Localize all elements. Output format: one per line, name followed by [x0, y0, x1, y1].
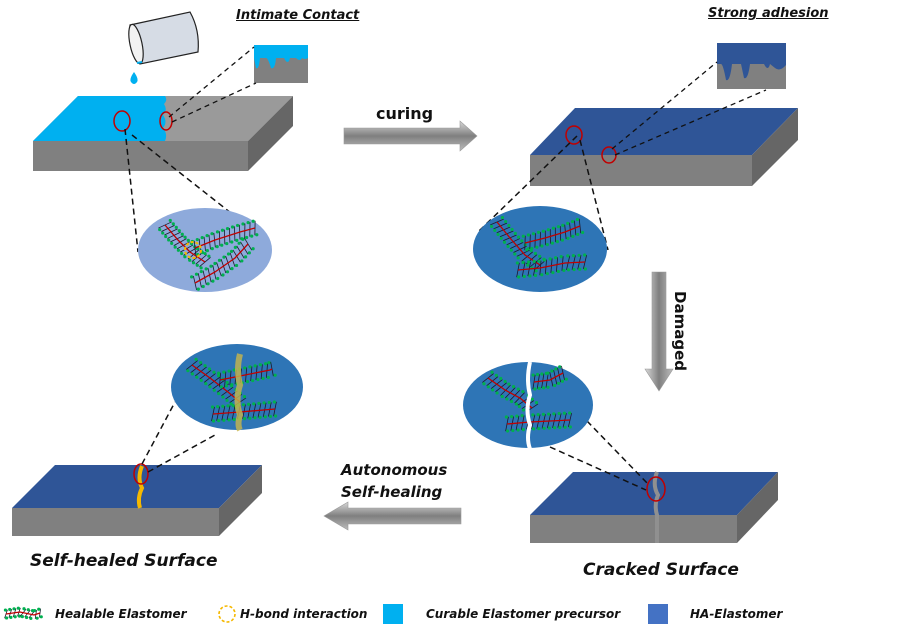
healed-interface: [234, 353, 244, 432]
polymer-network: [482, 365, 573, 433]
substrate-block-precursor: [33, 96, 293, 171]
interface-inset-contact: [254, 45, 308, 83]
precursor-coating: [33, 96, 167, 141]
substrate-block-cured: [530, 108, 798, 186]
panel-self-healed: [12, 344, 303, 536]
intimate-contact-title: Intimate Contact: [236, 8, 360, 23]
polymer-chain: [521, 217, 585, 252]
damaged-label: Damaged: [670, 291, 689, 371]
panel-strong-adhesion: [473, 43, 798, 292]
polymer-network: [489, 215, 588, 279]
panel-cracked-surface: [463, 361, 778, 543]
damaged-arrow: [644, 271, 674, 392]
polymer-chain: [3, 606, 43, 621]
highlight-ring: [113, 110, 131, 132]
polymer-network: [158, 218, 259, 291]
molecular-zoom-view: [138, 208, 272, 292]
polymer-chain: [482, 370, 539, 415]
highlight-ring: [133, 463, 149, 485]
h-bond-indicator: [184, 241, 202, 259]
polymer-chain: [515, 253, 588, 279]
cracked-surface-title: Cracked Surface: [583, 560, 739, 580]
polymer-chain: [531, 365, 568, 391]
curing-arrow: [343, 120, 478, 152]
polymer-chain: [190, 219, 259, 257]
autonomous-label: Autonomous: [341, 461, 448, 479]
highlight-ring: [159, 111, 173, 131]
legend-precursor-swatch: [383, 604, 403, 624]
legend-h-bond-label: H-bond interaction: [240, 607, 368, 621]
substrate-block-healed: [12, 465, 262, 536]
highlight-ring: [565, 125, 583, 145]
droplet-icon: [130, 72, 138, 84]
crack-gap: [525, 361, 533, 450]
healed-crack: [136, 465, 145, 509]
polymer-chain: [190, 237, 255, 291]
curing-label: curing: [376, 104, 434, 123]
polymer-network: [186, 357, 278, 423]
substrate-block-cracked: [530, 471, 778, 543]
panel-intimate-contact: [33, 11, 308, 292]
beaker-icon: [128, 11, 199, 65]
polymer-chain: [210, 400, 278, 423]
self-healing-arrow: [323, 501, 462, 531]
legend-healable-elastomer-icon: [3, 606, 43, 621]
highlight-ring: [646, 476, 666, 502]
legend-ha-elastomer-swatch: [648, 604, 668, 624]
legend-precursor-label: Curable Elastomer precursor: [426, 607, 621, 621]
self-healing-label: Self-healing: [341, 483, 443, 501]
molecular-zoom-view: [473, 206, 607, 292]
crack: [652, 471, 661, 543]
polymer-chain: [186, 357, 247, 409]
strong-adhesion-title: Strong adhesion: [708, 6, 829, 21]
legend-h-bond-icon: [218, 605, 236, 623]
legend-healable-elastomer-label: Healable Elastomer: [55, 607, 187, 621]
self-healed-surface-title: Self-healed Surface: [30, 551, 218, 571]
legend-ha-elastomer-label: HA-Elastomer: [690, 607, 783, 621]
interface-inset-adhesion: [717, 43, 786, 89]
